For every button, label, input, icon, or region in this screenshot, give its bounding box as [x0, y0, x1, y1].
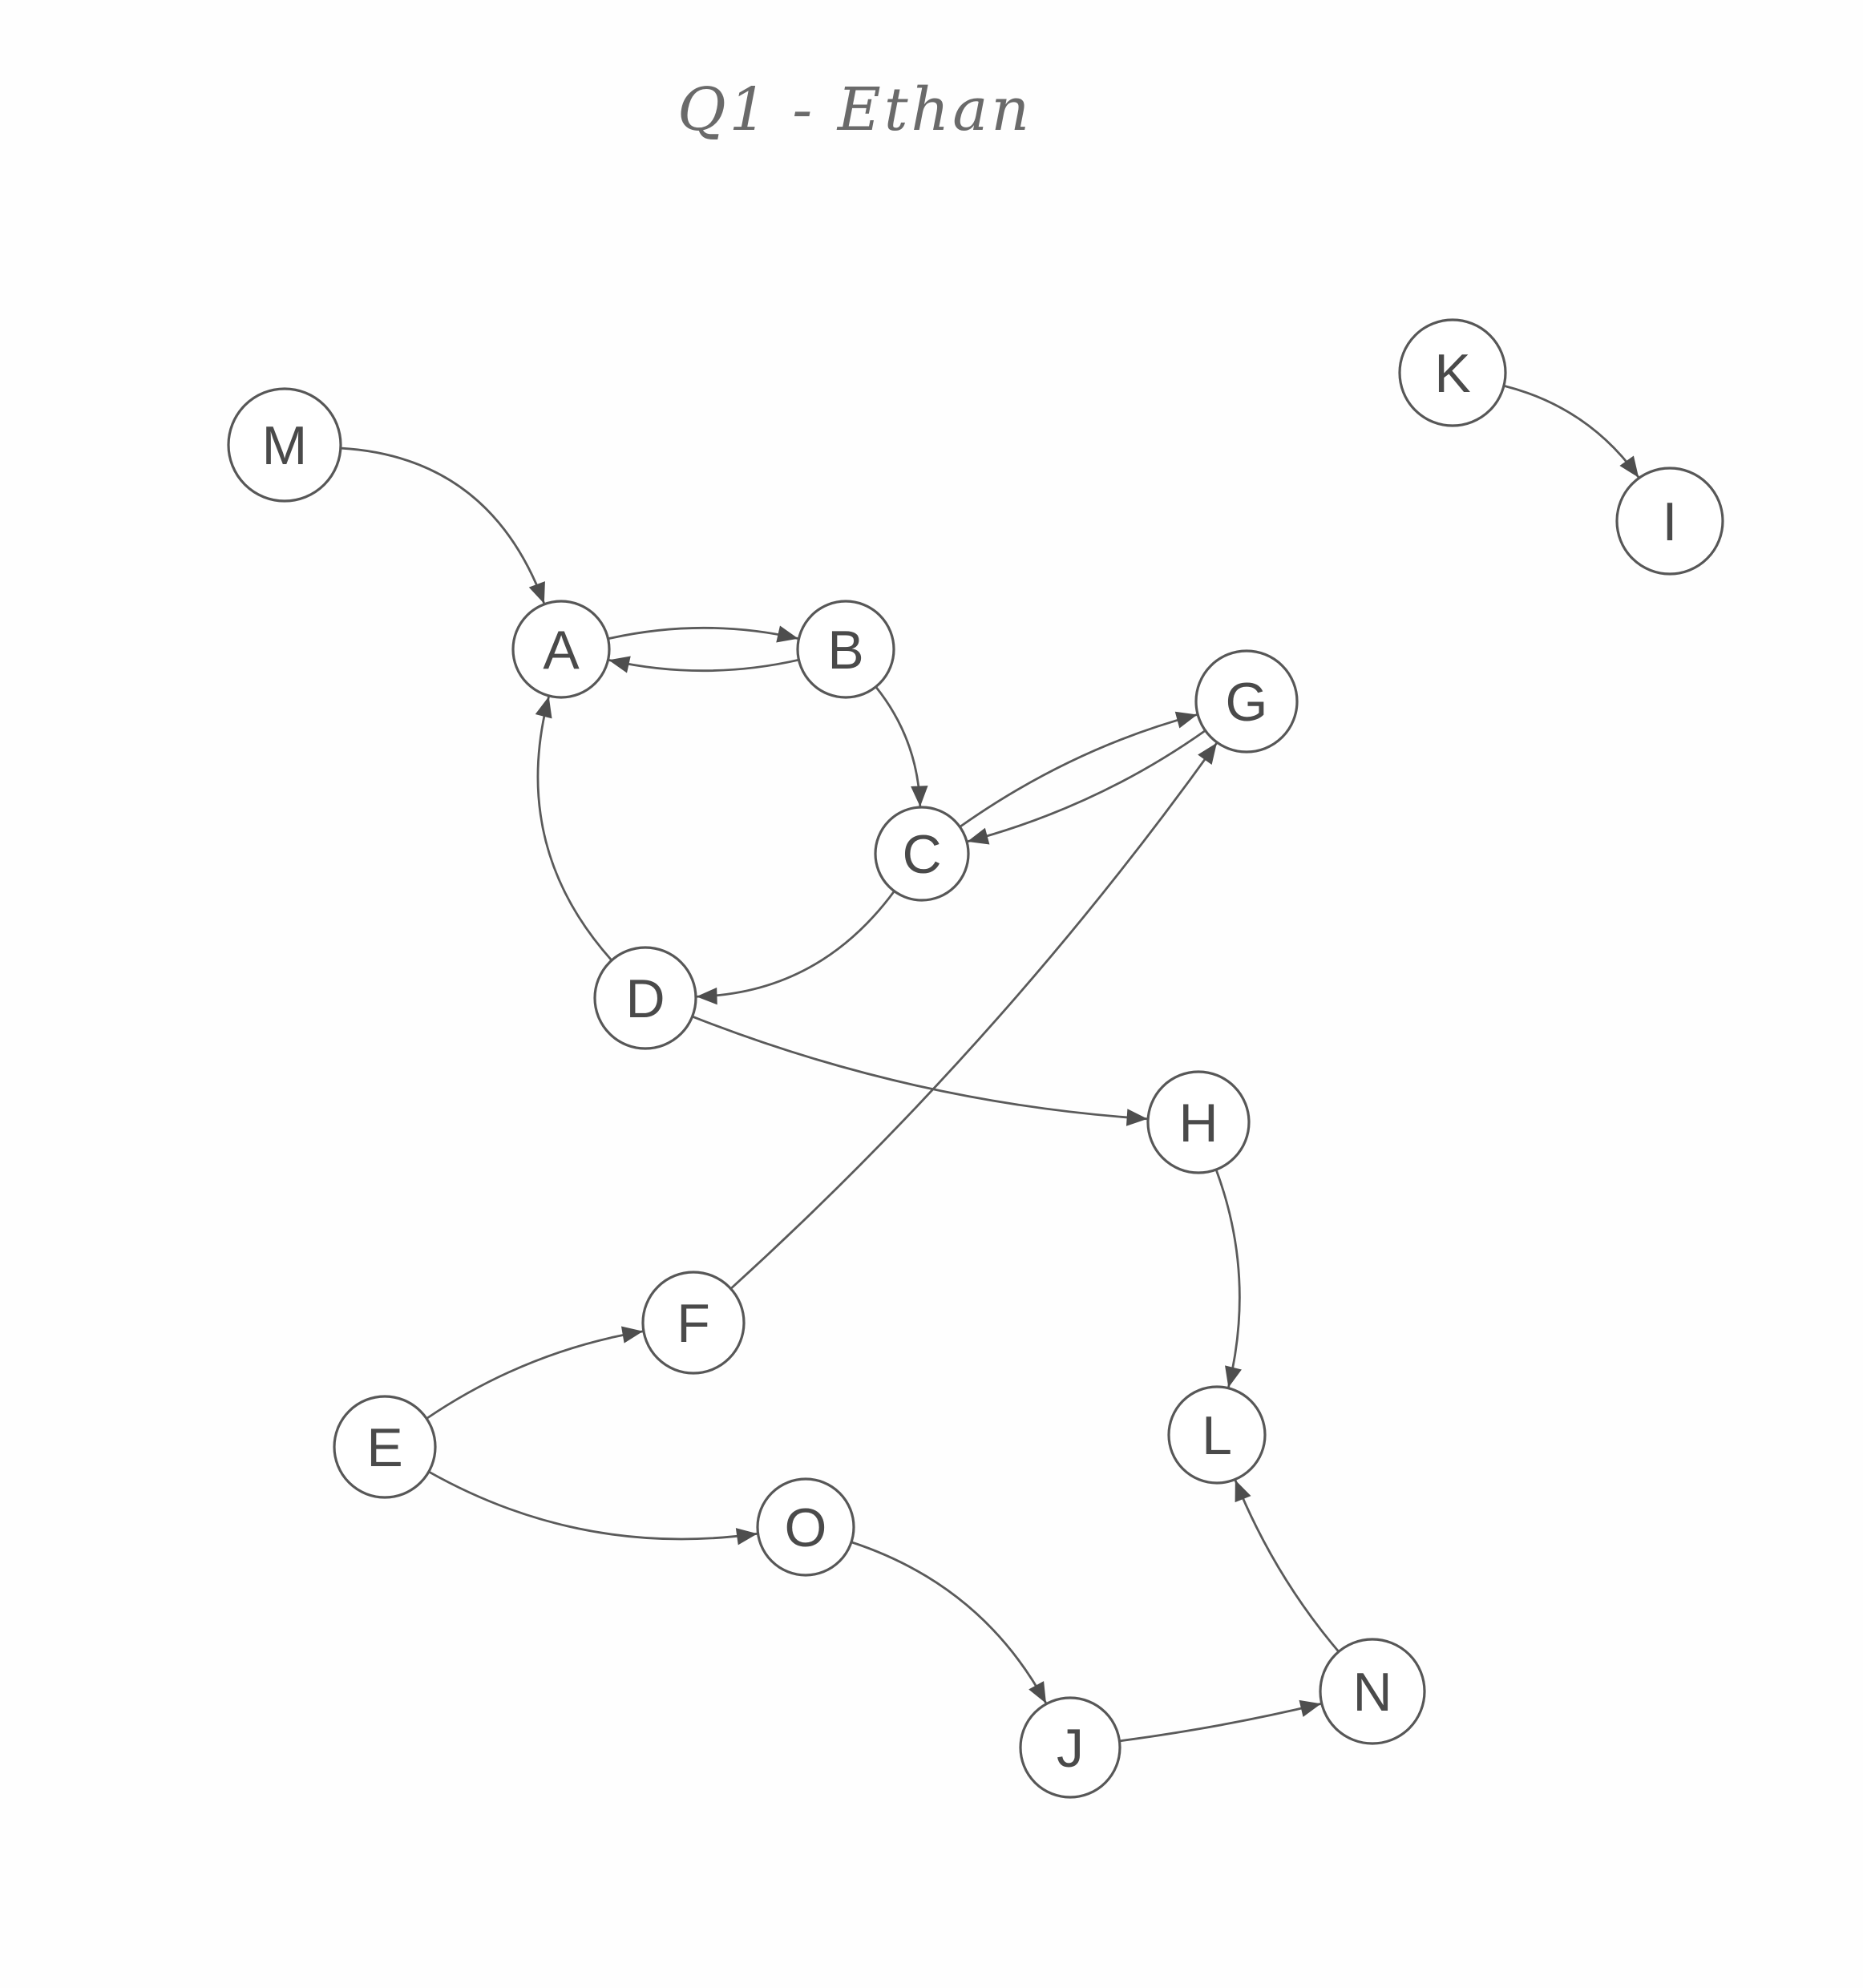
node-a-circle	[511, 600, 611, 699]
node-k-label: K	[1434, 343, 1470, 404]
edge-b-to-a	[608, 658, 800, 673]
edge-m-to-a	[339, 446, 545, 604]
node-f: F	[641, 1271, 746, 1375]
node-b-circle	[796, 600, 895, 699]
edge-g-to-c	[967, 729, 1206, 842]
node-h-label: H	[1178, 1093, 1218, 1154]
arrowhead-b-to-c	[911, 786, 928, 807]
edge-a-to-b	[607, 626, 798, 640]
node-l-label: L	[1202, 1405, 1232, 1466]
node-i-circle	[1615, 467, 1724, 576]
node-j: J	[1019, 1696, 1121, 1799]
node-e: E	[333, 1395, 437, 1499]
node-c: C	[874, 806, 970, 902]
node-m: M	[227, 387, 342, 503]
node-f-label: F	[677, 1293, 710, 1354]
node-g-label: G	[1226, 672, 1268, 733]
node-c-circle	[874, 806, 970, 902]
node-i: I	[1615, 467, 1724, 576]
edge-f-to-g	[729, 742, 1218, 1291]
node-k-circle	[1398, 318, 1507, 427]
arrowhead-k-to-i	[1619, 455, 1639, 478]
node-o-label: O	[785, 1497, 827, 1558]
node-b: B	[796, 600, 895, 699]
node-n-label: N	[1352, 1662, 1392, 1723]
arrowhead-h-to-l	[1225, 1365, 1242, 1388]
node-d-label: D	[625, 968, 665, 1029]
arrowhead-b-to-a	[608, 656, 631, 673]
edge-o-to-j	[850, 1541, 1047, 1704]
node-g: G	[1194, 649, 1299, 754]
arrowhead-o-to-j	[1028, 1681, 1046, 1703]
edge-d-to-a	[536, 696, 613, 962]
node-l-circle	[1167, 1385, 1267, 1485]
edge-h-to-l	[1214, 1168, 1241, 1388]
edge-e-to-f	[425, 1330, 644, 1420]
arrowhead-m-to-a	[528, 581, 545, 604]
node-e-circle	[333, 1395, 437, 1499]
node-d: D	[593, 946, 697, 1050]
node-i-label: I	[1663, 491, 1678, 552]
node-j-label: J	[1057, 1718, 1084, 1779]
arrowhead-f-to-g	[1198, 742, 1217, 766]
arrowhead-c-to-g	[1174, 711, 1198, 729]
arrowhead-g-to-c	[967, 827, 990, 845]
node-k: K	[1398, 318, 1507, 427]
node-c-label: C	[902, 824, 941, 885]
node-l: L	[1167, 1385, 1267, 1485]
arrowhead-a-to-b	[776, 625, 798, 643]
arrowhead-n-to-l	[1235, 1480, 1251, 1503]
edge-c-to-g	[958, 713, 1198, 828]
edge-j-to-n	[1118, 1703, 1322, 1743]
arrowhead-e-to-f	[620, 1326, 644, 1344]
edge-n-to-l	[1234, 1480, 1340, 1653]
node-a: A	[511, 600, 611, 699]
arrowhead-j-to-n	[1299, 1699, 1322, 1717]
node-h-circle	[1146, 1070, 1251, 1174]
nodes-layer: M A B C D G H F E O J N L K I	[227, 318, 1724, 1799]
node-e-label: E	[366, 1417, 402, 1478]
node-b-label: B	[827, 620, 863, 681]
edges-layer	[339, 384, 1639, 1743]
node-o: O	[756, 1477, 855, 1577]
edge-d-to-h	[691, 1015, 1148, 1121]
node-a-label: A	[543, 620, 580, 681]
node-o-circle	[756, 1477, 855, 1577]
arrowhead-e-to-o	[735, 1528, 758, 1546]
node-j-circle	[1019, 1696, 1121, 1799]
arrowhead-c-to-d	[696, 987, 717, 1005]
edge-k-to-i	[1502, 384, 1639, 479]
arrowhead-d-to-h	[1125, 1109, 1148, 1126]
edge-c-to-d	[696, 890, 895, 998]
node-g-circle	[1194, 649, 1299, 754]
node-n: N	[1319, 1638, 1426, 1745]
node-m-label: M	[262, 415, 308, 476]
node-f-circle	[641, 1271, 746, 1375]
edge-e-to-o	[427, 1470, 758, 1541]
node-d-circle	[593, 946, 697, 1050]
node-n-circle	[1319, 1638, 1426, 1745]
node-h: H	[1146, 1070, 1251, 1174]
diagram-title: Q1 - Ethan	[677, 75, 1033, 144]
arrowhead-d-to-a	[535, 696, 552, 719]
node-m-circle	[227, 387, 342, 503]
